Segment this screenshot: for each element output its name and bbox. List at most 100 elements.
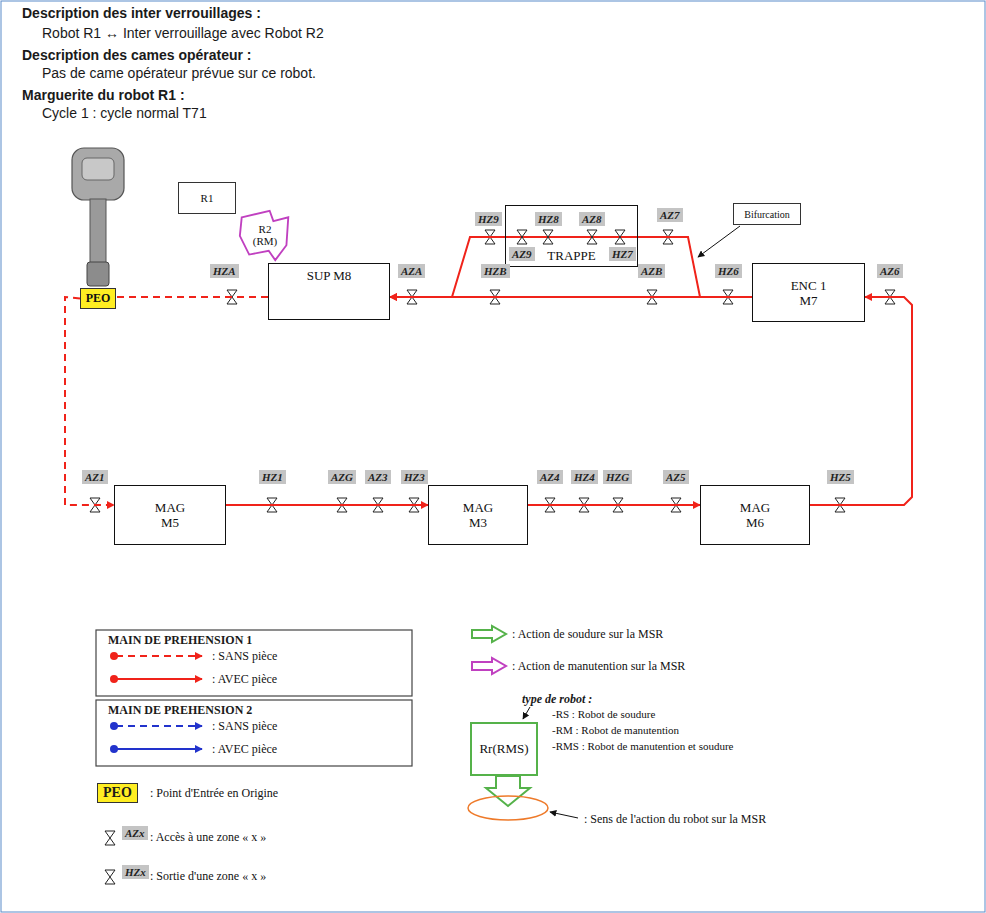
legend-text: : Action de manutention sur la MSR [512,659,685,674]
sens-leader [550,812,578,818]
legend-text: : Point d'Entrée en Origine [150,786,278,801]
zone-hourglass [105,831,115,845]
legend-line-sample [116,748,202,750]
legend-text: : AVEC pièce [212,742,277,757]
legend-text: : AVEC pièce [212,672,277,687]
legend-text: : SANS pièce [212,719,277,734]
zone-hourglass [615,230,625,244]
zone-tag: HZ1 [259,470,286,484]
node-text: TRAPPE [547,248,595,263]
zone-tag: HZ9 [475,212,502,226]
legend-heading: type de robot : [522,692,592,707]
action-arrow [486,776,530,806]
legend-dot-sample [110,722,118,730]
zone-hourglass [105,870,115,884]
zone-tag: HZB [481,264,510,278]
legend-heading: MAIN DE PREHENSION 1 [108,633,252,648]
section-heading: Description des cames opérateur : [22,47,252,63]
section-heading: Description des inter verrouillages : [22,5,261,21]
section-text: Cycle 1 : cycle normal T71 [42,105,207,121]
robot-label-box: R1 [178,182,236,214]
zone-tag: HZ7 [609,247,636,261]
robot-body [72,148,124,200]
node-text: Bifurcation [744,209,790,220]
zone-tag: AZ9 [509,247,535,261]
legend-frame [96,700,412,766]
zone-tag: HZ5 [827,470,854,484]
station-box: MAG M3 [428,485,528,545]
node-text: PEO [86,291,111,306]
flow-connector [528,504,700,506]
node-text: MAG M3 [457,500,499,530]
legend-text: -RMS : Robot de manutention et soudure [552,740,733,752]
zone-tag: AZA [398,264,425,278]
zone-tag: AZ1 [82,470,108,484]
zone-tag: AZ6 [877,264,903,278]
type-leader [523,707,530,719]
node-text: R1 [201,192,214,204]
section-heading: Marguerite du robot R1 : [22,87,185,103]
zone-tag: HZ8 [535,212,562,226]
callout-box: Bifurcation [733,203,801,225]
legend-dot-sample [110,745,118,753]
handling-action-sample [472,658,506,674]
node-text: ENC 1 M7 [788,278,830,308]
zone-tag: AZB [638,264,665,278]
legend-dot-sample [110,652,118,660]
zone-tag: HZG [603,470,632,484]
action-ellipse [468,796,548,820]
node-text: MAG M6 [734,500,776,530]
zone-tag: AZ7 [657,208,683,222]
legend-text: : Action de soudure sur la MSR [512,627,663,642]
legend-symbol: PEO [97,783,138,803]
node-text: Rr(RMS) [479,741,528,757]
zone-tag: AZ3 [365,470,391,484]
legend-line-sample [116,678,202,680]
handling-action-shape: R2 (RM) [238,208,292,262]
station-box: SUP M8 [268,263,390,320]
zone-tag: AZ5 [663,470,689,484]
legend-heading: MAIN DE PREHENSION 2 [108,703,252,718]
zone-tag: AZG [328,470,356,484]
legend-frame [96,630,412,696]
zone-tag: AZ8 [579,212,605,226]
zone-tag: HZx [122,865,149,879]
handling-arrow-outline [240,211,288,260]
pickup-dots [210,293,810,509]
legend-text: : Sortie d'une zone « x » [150,869,266,884]
station-box: ENC 1 M7 [752,263,865,322]
welding-action-sample [472,626,506,642]
zone-hourglass [587,230,597,244]
legend-text: : Accès à une zone « x » [150,830,266,845]
zone-hourglass [543,230,553,244]
zone-tag: AZx [122,826,148,840]
robot-motor [82,158,114,180]
legend-text: -RM : Robot de manutention [552,724,679,736]
robot-wrist [87,262,109,286]
node-text: MAG M5 [149,500,191,530]
legend-text: -RS : Robot de soudure [552,708,655,720]
flow-connector [810,297,912,505]
section-text: Robot R1 ↔ Inter verrouillage avec Robot… [42,25,324,41]
station-box: MAG M6 [700,485,810,545]
robot-type-box: Rr(RMS) [470,722,538,776]
zone-tag: AZ4 [537,470,563,484]
trappe-flow-line [505,236,638,238]
legend-text: : Sens de l'action du robot sur la MSR [584,812,766,827]
zone-tag: HZ3 [401,470,428,484]
legend-line-sample [116,725,202,727]
flow-connector [226,504,428,506]
zone-tag: HZA [210,264,239,278]
robot-illustration [72,148,124,286]
section-text: Pas de came opérateur prévue sur ce robo… [42,65,316,81]
zone-tag: HZ6 [715,264,742,278]
robot-arm [90,199,106,263]
legend-line-sample [116,655,202,657]
flow-connector [116,296,268,298]
bifurcation-leader [698,226,740,257]
zone-tag: HZ4 [571,470,598,484]
